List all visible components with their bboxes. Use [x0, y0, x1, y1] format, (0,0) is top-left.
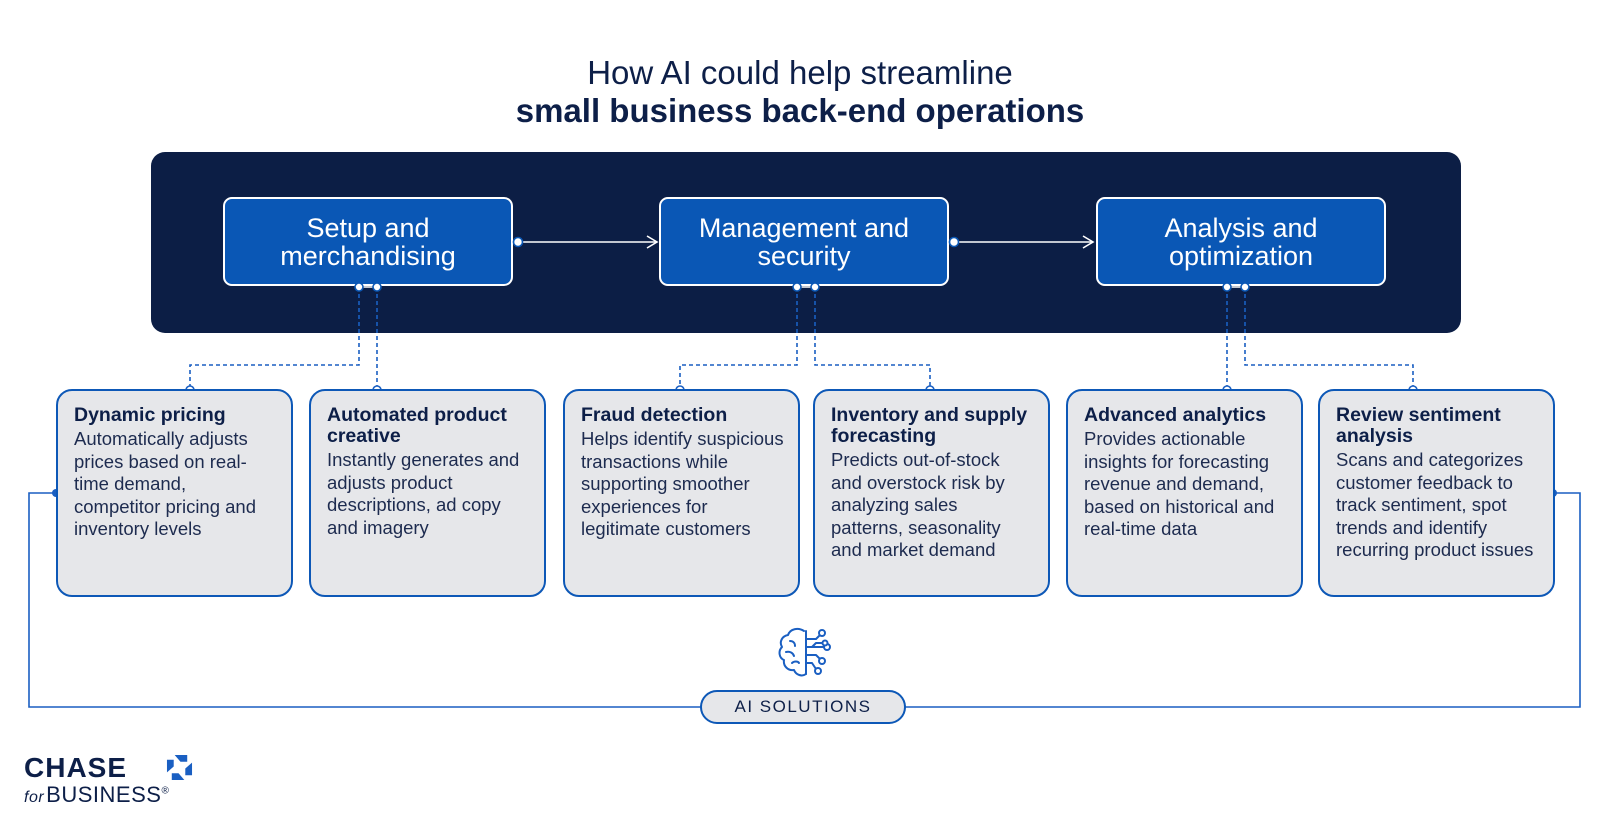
chase-for-business-logo: CHASE forBUSINESS®	[24, 752, 224, 812]
stage-label: Analysis and optimization	[1164, 212, 1318, 271]
stage-label: Management and security	[698, 212, 910, 271]
card-description: Automatically adjusts prices based on re…	[74, 428, 257, 539]
stage-label: Setup and merchandising	[280, 212, 456, 271]
loop-left	[28, 492, 700, 708]
card-description: Provides actionable insights for forecas…	[1084, 428, 1275, 539]
card-dynamic-pricing: Dynamic pricing Automatically adjusts pr…	[56, 389, 293, 597]
card-title: Fraud detection	[581, 404, 728, 426]
ai-solutions-label: AI SOLUTIONS	[700, 690, 906, 724]
card-inventory-supply-forecasting: Inventory and supply forecasting Predict…	[813, 389, 1050, 597]
stage-analysis-optimization: Analysis and optimization	[1096, 197, 1386, 286]
logo-wordmark: CHASE	[24, 752, 128, 783]
stage-management-security: Management and security	[659, 197, 949, 286]
card-title: Inventory and supply forecasting	[831, 404, 1028, 447]
card-title: Dynamic pricing	[74, 404, 226, 426]
card-advanced-analytics: Advanced analytics Provides actionable i…	[1066, 389, 1303, 597]
logo-business: BUSINESS	[46, 782, 162, 807]
card-review-sentiment-analysis: Review sentiment analysis Scans and cate…	[1318, 389, 1555, 597]
logo-for: for	[24, 789, 45, 806]
card-description: Scans and categorizes customer feedback …	[1336, 449, 1534, 560]
card-fraud-detection: Fraud detection Helps identify suspiciou…	[563, 389, 800, 597]
card-title: Automated product creative	[327, 404, 507, 447]
card-automated-product-creative: Automated product creative Instantly gen…	[309, 389, 546, 597]
page-title-line-2: small business back-end operations	[515, 92, 1085, 129]
card-title: Review sentiment analysis	[1336, 404, 1501, 447]
stage-setup-merchandising: Setup and merchandising	[223, 197, 513, 286]
logo-subline: forBUSINESS®	[24, 782, 169, 808]
card-description: Predicts out-of-stock and overstock risk…	[831, 449, 1005, 560]
brain-circuit-icon	[778, 627, 831, 677]
card-description: Instantly generates and adjusts product …	[327, 449, 520, 538]
page-title-line-1: How AI could help streamline	[587, 54, 1013, 91]
logo-registered: ®	[161, 785, 170, 797]
chase-octagon-icon	[166, 754, 193, 781]
loop-right	[906, 492, 1581, 708]
card-description: Helps identify suspicious transactions w…	[581, 428, 784, 539]
card-title: Advanced analytics	[1084, 404, 1267, 426]
